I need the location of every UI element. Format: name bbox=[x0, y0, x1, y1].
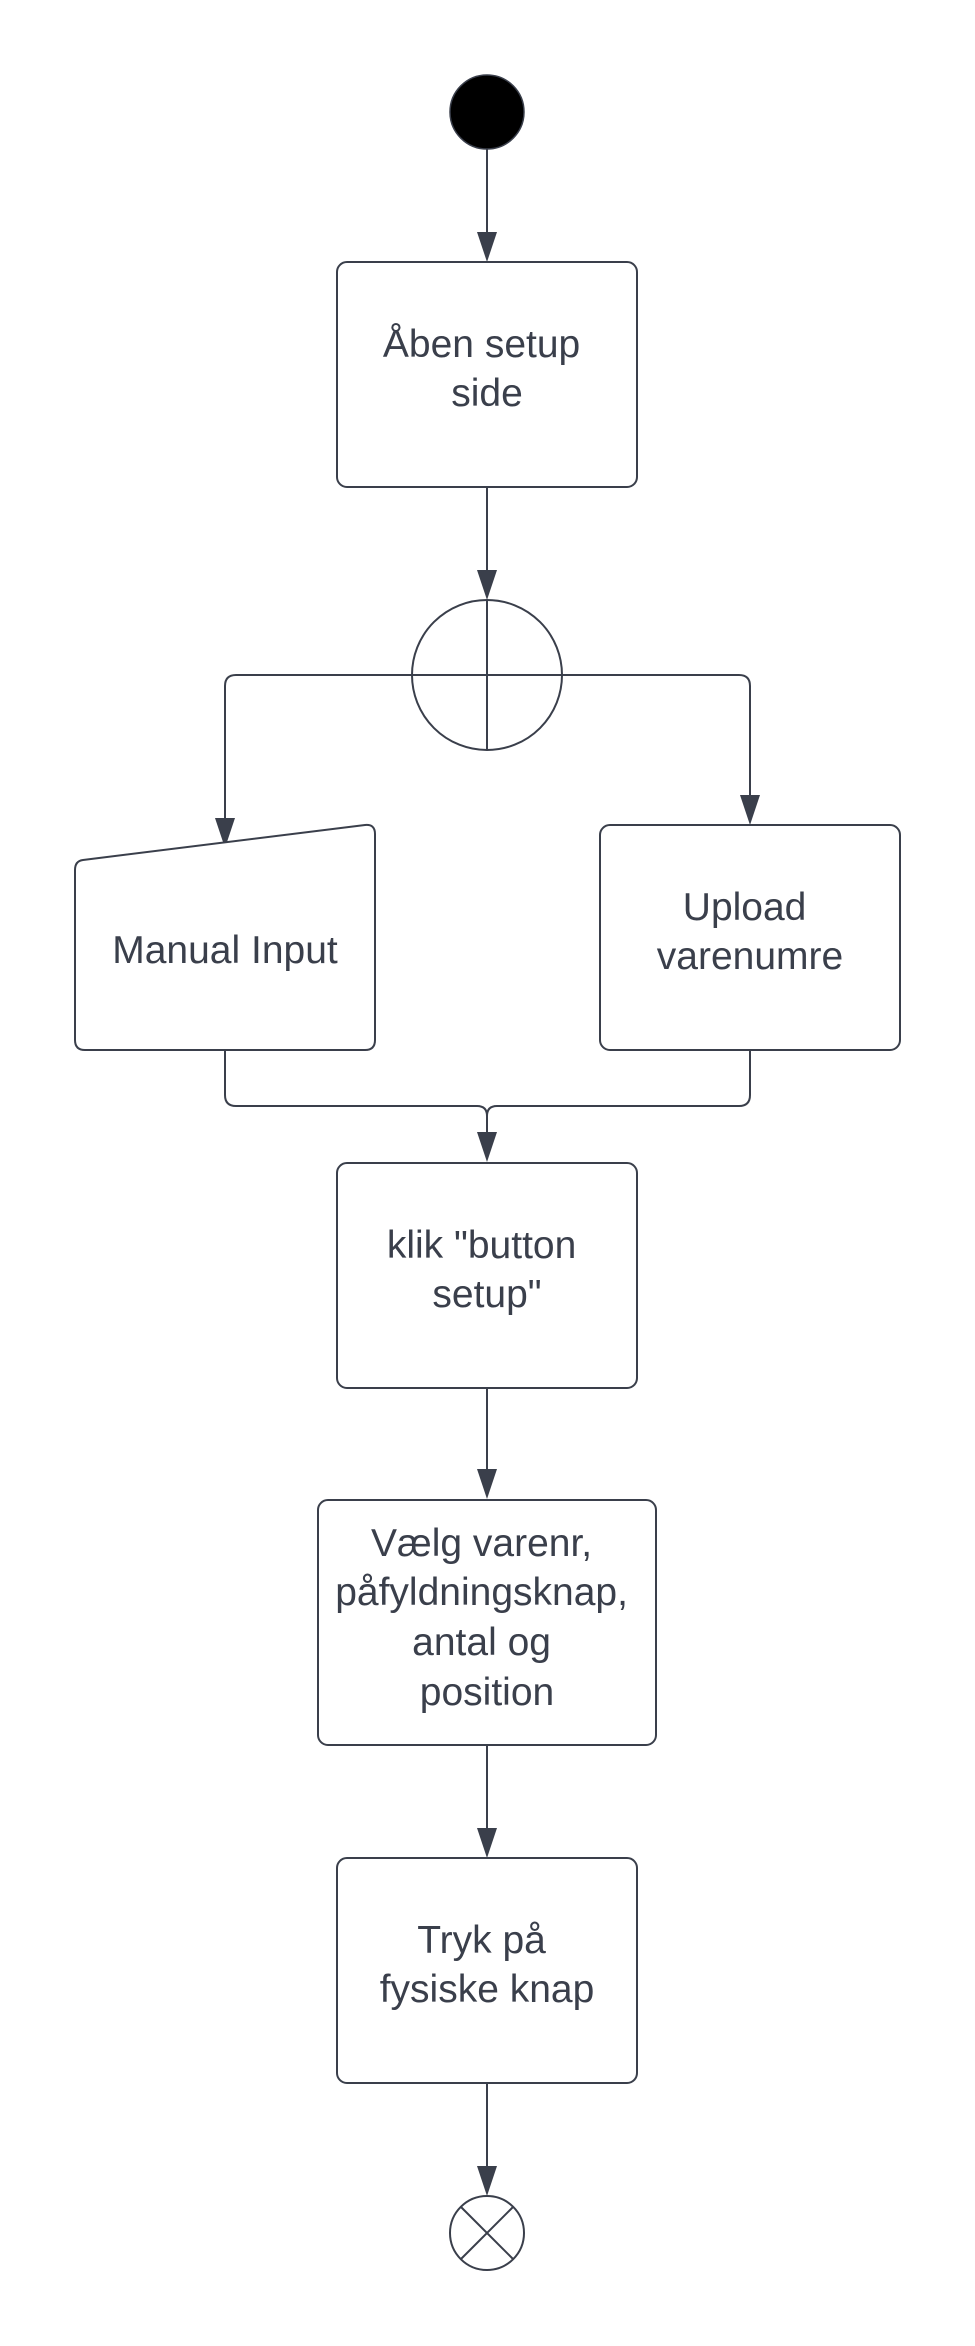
arrowhead-choose bbox=[477, 1469, 497, 1499]
action-choose-line-1: Vælg varenr, bbox=[371, 1522, 592, 1565]
action-click-line-2: setup" bbox=[432, 1273, 541, 1316]
arrowhead-press bbox=[477, 1828, 497, 1858]
action-click-box bbox=[336, 1162, 638, 1389]
action-upload-box bbox=[599, 824, 901, 1051]
svg-text:klik "button setup": klik "button setup" bbox=[387, 1224, 587, 1316]
edges bbox=[224, 148, 751, 2166]
arrowhead-end bbox=[477, 2166, 497, 2196]
action-press-line-1: Tryk på bbox=[417, 1919, 546, 1962]
edge-manual-to-click bbox=[224, 1050, 488, 1132]
action-press-box bbox=[336, 1857, 638, 2084]
arrowhead-fork bbox=[477, 570, 497, 600]
initial-node bbox=[449, 74, 525, 150]
action-choose-line-4: position bbox=[420, 1671, 554, 1714]
arrowhead-manual bbox=[215, 818, 235, 848]
action-click-button-setup: klik "button setup" bbox=[336, 1162, 638, 1389]
action-open-setup-box bbox=[336, 261, 638, 488]
action-click-line-1: klik "button bbox=[387, 1224, 576, 1267]
edge-fork-to-upload bbox=[562, 674, 751, 798]
flow-final-cross-2 bbox=[460, 2206, 514, 2260]
svg-text:Vælg varenr, påfyldnings: Vælg varenr, påfyldningsknap, antal og p… bbox=[335, 1522, 639, 1714]
arrowheads bbox=[215, 232, 760, 2196]
action-open-setup-line-2: side bbox=[451, 372, 523, 415]
action-upload-line-1: Upload bbox=[683, 886, 807, 929]
arrowhead-click bbox=[477, 1132, 497, 1162]
action-upload-line-2: varenumre bbox=[657, 935, 843, 978]
arrowhead-open bbox=[477, 232, 497, 262]
action-choose-line-3: antal og bbox=[412, 1621, 551, 1664]
manual-input-label: Manual Input bbox=[112, 929, 338, 972]
action-open-setup-line-1: Åben setup bbox=[383, 322, 580, 366]
action-press-line-2: fysiske knap bbox=[380, 1968, 595, 2011]
action-choose-box bbox=[317, 1499, 657, 1746]
manual-input-node: Manual Input bbox=[74, 823, 376, 1051]
fork-node bbox=[411, 599, 563, 751]
action-press: Tryk på fysiske knap bbox=[336, 1857, 638, 2084]
action-choose-line-2: påfyldningsknap, bbox=[335, 1571, 628, 1614]
action-open-setup: Åben setup side bbox=[336, 261, 638, 488]
svg-text:Tryk på fysiske knap: Tryk på fysiske knap bbox=[380, 1919, 595, 2011]
action-choose: Vælg varenr, påfyldningsknap, antal og p… bbox=[317, 1499, 657, 1746]
flow-final-node bbox=[449, 2195, 525, 2271]
action-upload: Upload varenumre bbox=[599, 824, 901, 1051]
svg-text:Upload varenumre: Upload varenumre bbox=[657, 886, 843, 978]
svg-text:Manual Input: Manual Input bbox=[112, 929, 338, 972]
edge-fork-to-manual bbox=[224, 674, 412, 818]
arrowhead-upload bbox=[740, 795, 760, 825]
manual-input-shape bbox=[74, 823, 376, 1051]
svg-text:Åben setup side: Åben setup side bbox=[383, 322, 591, 415]
edge-upload-to-click bbox=[486, 1050, 751, 1117]
